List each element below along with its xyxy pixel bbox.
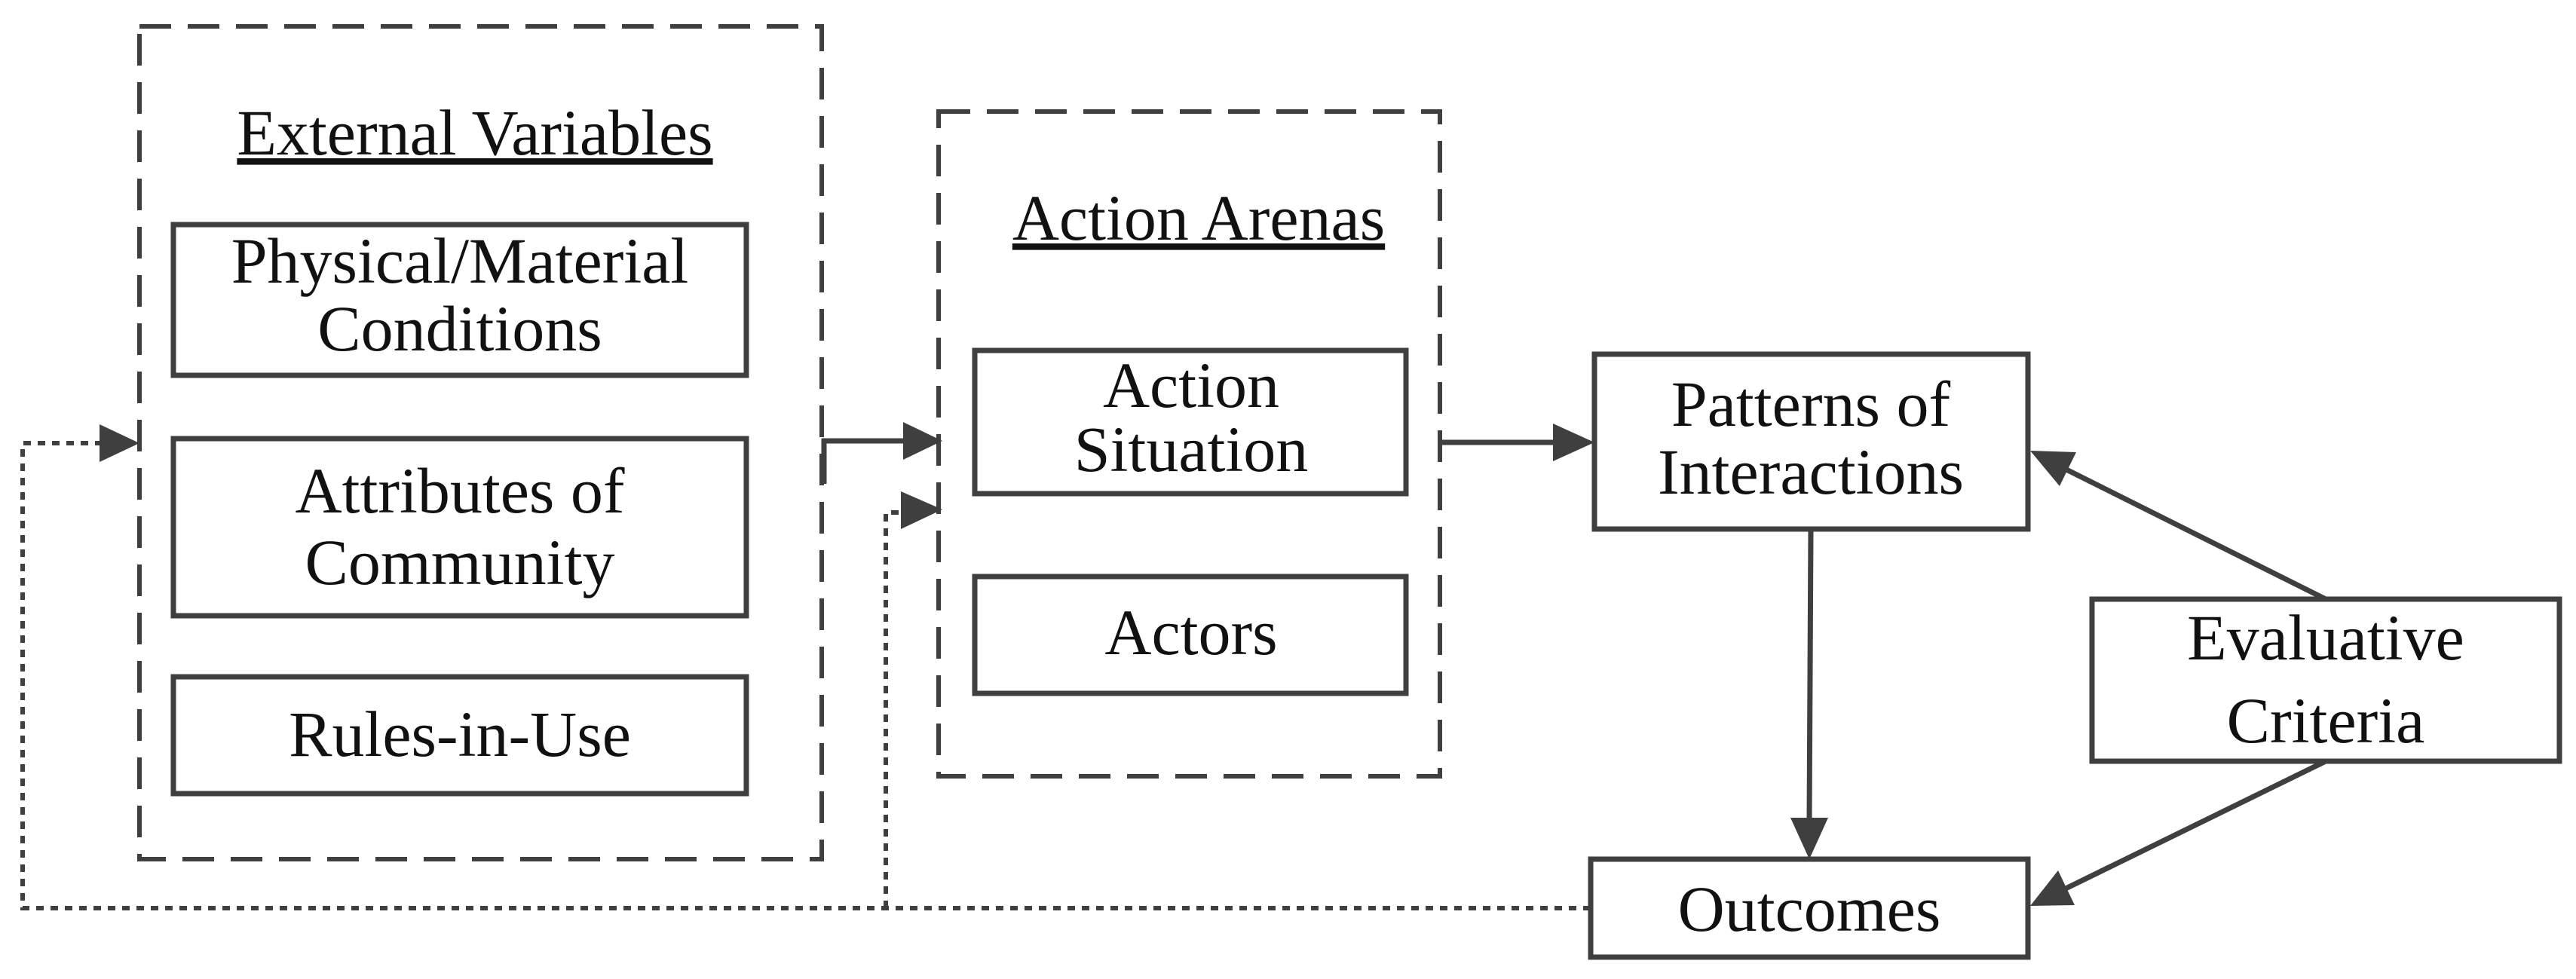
arrow-external-to-action-arena xyxy=(821,422,942,484)
action-situation-label-line2: Situation xyxy=(1074,413,1309,485)
action-arenas-title: Action Arenas xyxy=(1012,182,1385,254)
arrow-evaluative-to-patterns xyxy=(2030,451,2327,602)
attributes-of-community-label-line1: Attributes of xyxy=(295,454,624,527)
rules-in-use-box: Rules-in-Use xyxy=(170,674,749,797)
rules-in-use-label: Rules-in-Use xyxy=(289,698,631,770)
action-arenas-group: Action Arenas Action Situation Actors xyxy=(936,109,1442,779)
evaluative-criteria-label-line2: Criteria xyxy=(2227,684,2425,757)
attributes-of-community-label-line2: Community xyxy=(305,526,615,598)
action-situation-box: Action Situation xyxy=(972,347,1409,497)
external-variables-title: External Variables xyxy=(237,96,712,169)
attributes-of-community-box: Attributes of Community xyxy=(170,436,749,619)
evaluative-criteria-box: Evaluative Criteria xyxy=(2089,596,2562,764)
patterns-of-interactions-label-line2: Interactions xyxy=(1658,436,1964,508)
physical-material-conditions-label-line2: Conditions xyxy=(317,292,602,365)
arrow-action-situation-to-patterns xyxy=(1440,424,1594,461)
outcomes-label: Outcomes xyxy=(1678,873,1941,945)
external-variables-frame xyxy=(137,24,824,861)
patterns-of-interactions-box: Patterns of Interactions xyxy=(1591,351,2031,532)
external-variables-group: External Variables Physical/Material Con… xyxy=(137,24,824,861)
feedback-outcomes-to-action-arena xyxy=(884,491,942,908)
arrow-evaluative-to-outcomes xyxy=(2030,758,2327,906)
feedback-outcomes-to-external-variables xyxy=(20,424,1591,910)
physical-material-conditions-box: Physical/Material Conditions xyxy=(170,222,749,378)
physical-material-conditions-label-line1: Physical/Material xyxy=(231,225,689,297)
action-situation-label-line1: Action xyxy=(1103,349,1279,421)
actors-label: Actors xyxy=(1104,596,1277,668)
evaluative-criteria-label-line1: Evaluative xyxy=(2187,601,2464,674)
actors-box: Actors xyxy=(972,574,1409,696)
arrow-patterns-to-outcomes xyxy=(1790,528,1828,859)
outcomes-box: Outcomes xyxy=(1588,856,2031,960)
patterns-of-interactions-label-line1: Patterns of xyxy=(1671,368,1951,440)
